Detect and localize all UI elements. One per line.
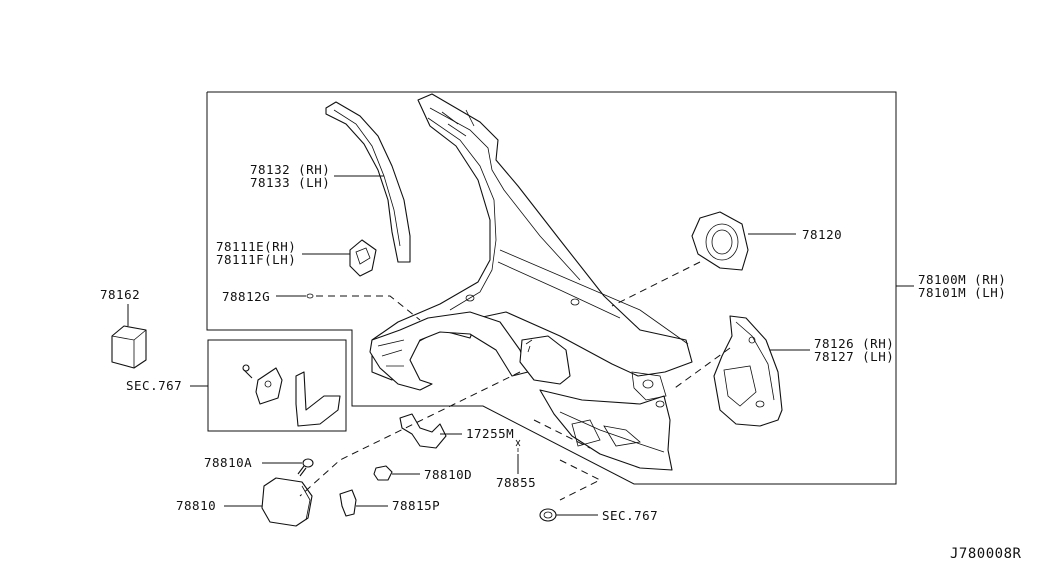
fuel-lid-part <box>261 477 313 527</box>
pad-part <box>111 325 147 369</box>
diagram-code: J780008R <box>950 546 1022 562</box>
dash-78812g <box>316 295 421 321</box>
label-78127: 78127 (LH) <box>814 349 894 364</box>
label-78810d: 78810D <box>424 467 472 482</box>
label-78132: 78132 (RH) <box>250 162 330 177</box>
dash-fuel-lid <box>299 371 521 497</box>
mudguard-parts <box>242 364 341 427</box>
label-17255m: 17255M <box>466 426 514 441</box>
pillar-reinforcement-part <box>325 101 411 263</box>
plug-icon <box>373 465 393 481</box>
rear-extension-part <box>713 315 783 427</box>
label-78101m: 78101M (LH) <box>918 285 1006 300</box>
bracket-part <box>349 239 377 277</box>
label-78133: 78133 (LH) <box>250 175 330 190</box>
label-78126: 78126 (RH) <box>814 336 894 351</box>
clip-bottom-icon <box>539 508 557 522</box>
label-78815p: 78815P <box>392 498 440 513</box>
clip-icon <box>339 489 357 517</box>
clip-17255m-part <box>399 413 447 449</box>
label-78100m: 78100M (RH) <box>918 272 1006 287</box>
label-sec767-left: SEC.767 <box>126 378 182 393</box>
bolt-icon <box>297 458 314 477</box>
label-78111f: 78111F(LH) <box>216 252 296 267</box>
label-78810: 78810 <box>176 498 216 513</box>
grommet-icon <box>515 439 521 452</box>
rear-fender-panel <box>369 93 693 471</box>
filler-base-part <box>691 211 749 271</box>
label-78111e: 78111E(RH) <box>216 239 296 254</box>
label-78810a: 78810A <box>204 455 252 470</box>
grommet-78812g-icon <box>306 293 314 299</box>
label-sec767-bottom: SEC.767 <box>602 508 658 523</box>
dash-sec767-bottom <box>559 459 602 501</box>
main-frame <box>206 91 897 485</box>
label-78162: 78162 <box>100 287 140 302</box>
dash-78120 <box>611 261 701 307</box>
label-78855: 78855 <box>496 475 536 490</box>
dash-17255m <box>533 419 591 449</box>
label-78120: 78120 <box>802 227 842 242</box>
label-78812g: 78812G <box>222 289 270 304</box>
